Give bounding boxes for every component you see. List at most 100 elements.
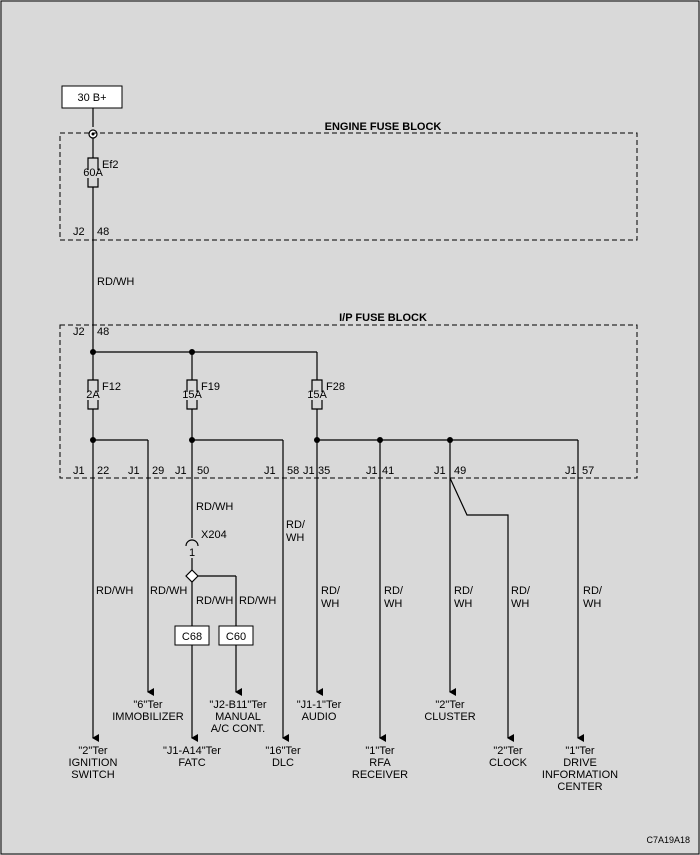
- pin-number: 22: [97, 465, 109, 477]
- ip-fuse-block-title: I/P FUSE BLOCK: [339, 312, 427, 324]
- dest-terminal: "J2-B11"Ter: [209, 699, 266, 711]
- pin-conn: J1: [128, 465, 140, 477]
- dest-name: A/C CONT.: [211, 723, 265, 735]
- dest-name: CLUSTER: [424, 711, 475, 723]
- dest-name: IMMOBILIZER: [112, 711, 184, 723]
- dest-terminal: "1"Ter: [565, 745, 595, 757]
- f28-fuse-rating: 15A: [307, 389, 327, 401]
- dest-fatc: "J1-A14"Ter FATC: [163, 745, 221, 769]
- dest-name: CLOCK: [489, 757, 528, 769]
- wire-color-label: RD/WH: [196, 501, 233, 513]
- dest-name: CENTER: [557, 781, 602, 793]
- f28-fuse-icon: [311, 379, 323, 392]
- wire-color-label-top: RD/: [583, 585, 603, 597]
- f19-fuse-rating: 15A: [182, 389, 202, 401]
- dest-terminal: "16"Ter: [265, 745, 301, 757]
- dest-name: DLC: [272, 757, 294, 769]
- wire-clock: [449, 477, 514, 742]
- dest-dlc: "16"Ter DLC: [265, 745, 301, 769]
- dest-drive-info-center: "1"Ter DRIVE INFORMATION CENTER: [542, 745, 618, 793]
- dest-name: MANUAL: [215, 711, 261, 723]
- wire-color-label-bottom: WH: [583, 598, 601, 610]
- pin-conn: J1: [366, 465, 378, 477]
- connector-c68-label: C68: [182, 631, 202, 643]
- pin-conn: J1: [303, 465, 315, 477]
- dest-terminal: "1"Ter: [365, 745, 395, 757]
- dest-cluster: "2"Ter CLUSTER: [424, 699, 475, 723]
- connector-c60-label: C60: [226, 631, 246, 643]
- dest-audio: "J1-1"Ter AUDIO: [297, 699, 342, 723]
- engine-fuse-conn: J2: [73, 226, 85, 238]
- pin-conn: J1: [264, 465, 276, 477]
- wire-color-label: RD/WH: [239, 595, 276, 607]
- dest-terminal: "2"Ter: [435, 699, 465, 711]
- x204-splice-icon: [185, 539, 199, 547]
- dest-name: RFA: [369, 757, 391, 769]
- ip-fuse-conn-in: J2: [73, 326, 85, 338]
- power-source-box: [61, 85, 123, 109]
- dest-name: SWITCH: [71, 769, 114, 781]
- dest-terminal: "6"Ter: [133, 699, 163, 711]
- pin-conn: J1: [73, 465, 85, 477]
- dest-terminal: "J1-A14"Ter: [163, 745, 221, 757]
- dest-terminal: "2"Ter: [78, 745, 108, 757]
- x204-splice-pin: 1: [189, 547, 195, 559]
- pin-conn: J1: [434, 465, 446, 477]
- x204-splice-name: X204: [201, 529, 227, 541]
- f12-fuse-rating: 2A: [86, 389, 100, 401]
- ip-fuse-pin-in: 48: [97, 326, 109, 338]
- f19-fuse-name: F19: [201, 381, 220, 393]
- pin-conn: J1: [565, 465, 577, 477]
- dest-clock: "2"Ter CLOCK: [489, 745, 528, 769]
- pin-conn: J1: [175, 465, 187, 477]
- wire-color-label-bottom: WH: [511, 598, 529, 610]
- ef2-fuse-icon: [87, 157, 99, 170]
- dest-rfa-receiver: "1"Ter RFA RECEIVER: [352, 745, 408, 781]
- wire-color-label-bottom: WH: [286, 532, 304, 544]
- ip-fuse-block-outline: [59, 324, 638, 479]
- ef2-fuse-name: Ef2: [102, 159, 119, 171]
- wire-color-label-bottom: WH: [384, 598, 402, 610]
- wire-color-label-top: RD/: [384, 585, 404, 597]
- wire-color-label-top: RD/: [454, 585, 474, 597]
- dest-terminal: "2"Ter: [493, 745, 523, 757]
- f19-fuse-icon: [186, 379, 198, 392]
- wire-color-label-top: RD/: [321, 585, 341, 597]
- figure-code: C7A19A18: [646, 835, 690, 845]
- dest-manual-ac: "J2-B11"Ter MANUAL A/C CONT.: [209, 699, 266, 735]
- ef2-fuse-rating: 60A: [83, 167, 103, 179]
- pin-number: 58: [287, 465, 299, 477]
- dest-name: INFORMATION: [542, 769, 618, 781]
- dest-immobilizer: "6"Ter IMMOBILIZER: [112, 699, 184, 723]
- wire-color-label-bottom: WH: [321, 598, 339, 610]
- dest-name: AUDIO: [302, 711, 337, 723]
- pin-number: 35: [318, 465, 330, 477]
- wire-color-label: RD/WH: [96, 585, 133, 597]
- engine-fuse-block-outline: [59, 132, 638, 241]
- pin-number: 29: [152, 465, 164, 477]
- wire-color-label: RD/WH: [150, 585, 187, 597]
- wire-color-label-bottom: WH: [454, 598, 472, 610]
- f12-fuse-name: F12: [102, 381, 121, 393]
- f12-fuse-icon: [87, 379, 99, 392]
- engine-fuse-pin: 48: [97, 226, 109, 238]
- power-source-label: 30 B+: [77, 92, 106, 104]
- wire-color-label-top: RD/: [511, 585, 531, 597]
- pin-number: 50: [197, 465, 209, 477]
- dest-name: FATC: [178, 757, 205, 769]
- feed-wire-color: RD/WH: [97, 276, 134, 288]
- engine-fuse-block-title: ENGINE FUSE BLOCK: [325, 121, 442, 133]
- f28-fuse-name: F28: [326, 381, 345, 393]
- dest-name: IGNITION: [69, 757, 118, 769]
- dest-terminal: "J1-1"Ter: [297, 699, 342, 711]
- wire-color-label-top: RD/: [286, 519, 306, 531]
- dest-name: DRIVE: [563, 757, 597, 769]
- pin-number: 57: [582, 465, 594, 477]
- pin-number: 41: [382, 465, 394, 477]
- pin-number: 49: [454, 465, 466, 477]
- wire-color-label: RD/WH: [196, 595, 233, 607]
- dest-name: RECEIVER: [352, 769, 408, 781]
- dest-ignition-switch: "2"Ter IGNITION SWITCH: [69, 745, 118, 781]
